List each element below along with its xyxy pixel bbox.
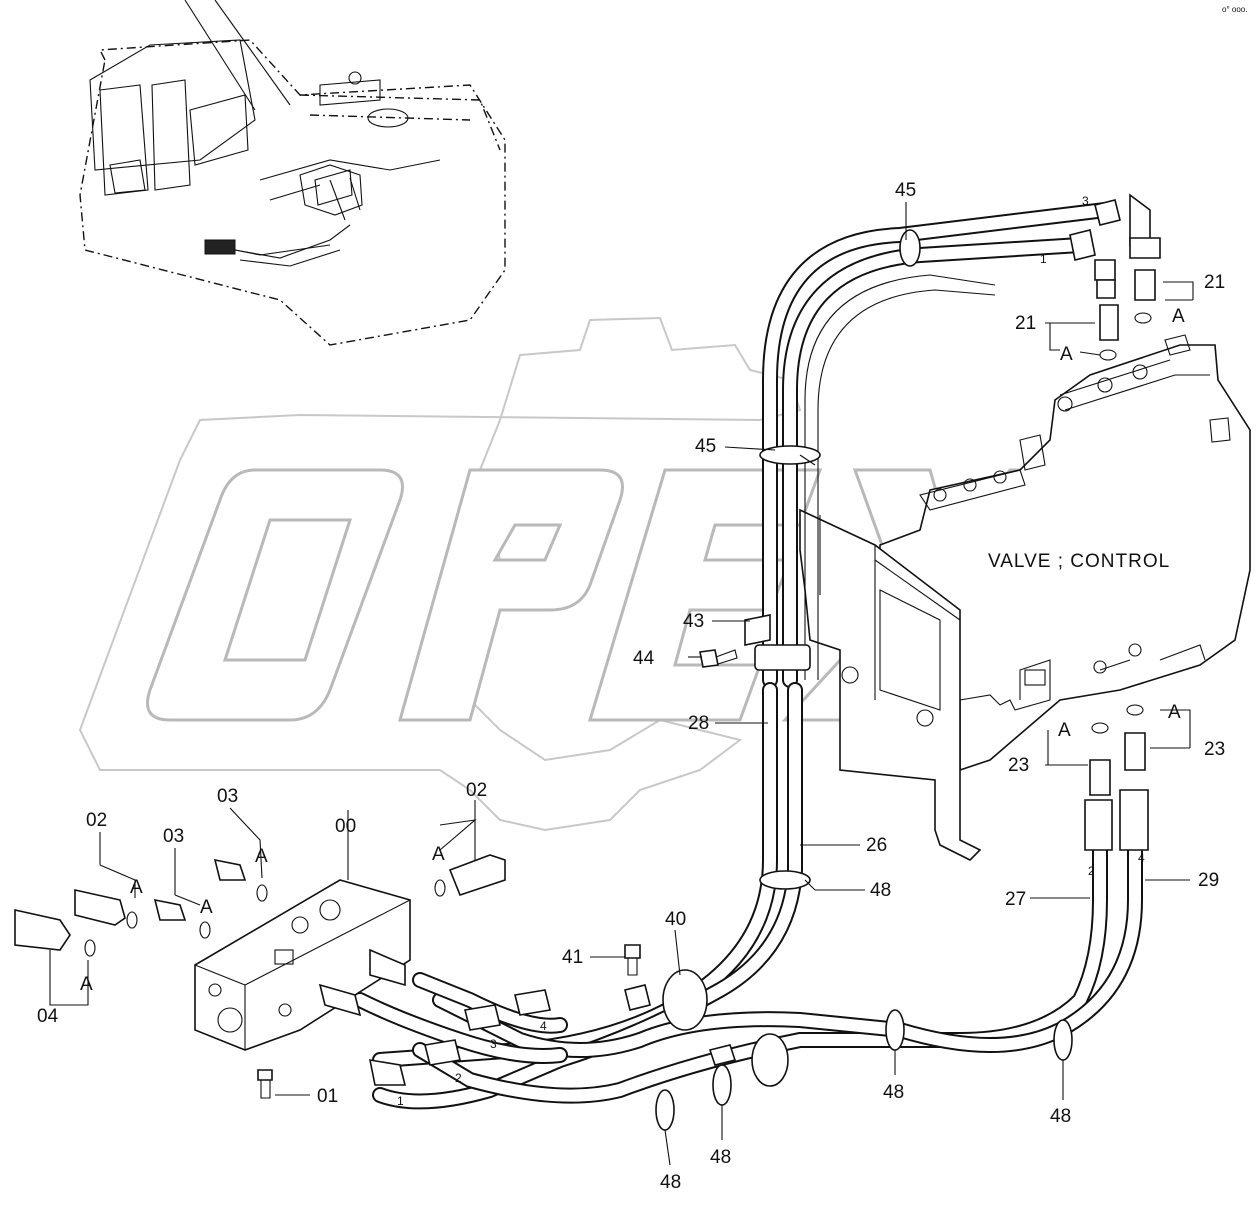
- callout-45: 45: [895, 180, 916, 201]
- oring-mark: A: [1058, 720, 1071, 741]
- callout-23: 23: [1008, 755, 1029, 776]
- fitting-21-right: [1134, 269, 1156, 301]
- callout-48: 48: [660, 1172, 681, 1193]
- fitting-02-right: [448, 854, 506, 896]
- hose-bundle: [352, 202, 1143, 1110]
- callout-02: 02: [466, 780, 487, 801]
- oring-mark: A: [130, 877, 143, 898]
- bolt-41: [624, 944, 641, 959]
- callout-03: 03: [217, 786, 238, 807]
- callout-04: 04: [37, 1006, 59, 1027]
- callout-labels: 45 45 43 44 28 26 48 40 41 21 21 23 23 2…: [37, 180, 1225, 1193]
- callout-48: 48: [883, 1082, 904, 1103]
- hose-number: 2: [1088, 864, 1095, 878]
- bolts: [257, 649, 738, 1099]
- clamp-48c: [751, 1033, 789, 1087]
- hose-number: 3: [1082, 194, 1089, 208]
- oring-mark: A: [1168, 702, 1181, 723]
- oring-mark: A: [200, 897, 213, 918]
- control-valve: VALVE ; CONTROL: [879, 334, 1251, 772]
- oring-mark: A: [1060, 344, 1073, 365]
- bolt-01: [257, 1069, 273, 1081]
- callout-27: 27: [1005, 889, 1026, 910]
- callout-44: 44: [633, 648, 655, 669]
- oring-mark: A: [432, 844, 445, 865]
- component-title: VALVE ; CONTROL: [988, 551, 1170, 572]
- oring-mark: A: [255, 846, 268, 867]
- callout-48: 48: [870, 880, 891, 901]
- callout-03: 03: [163, 826, 184, 847]
- hose-numbers: 1 2 3 4 1 2 3 4: [397, 194, 1145, 1108]
- hose-number: 4: [1138, 851, 1145, 865]
- clamps: [624, 229, 1073, 1131]
- fitting-23-right: [1124, 732, 1146, 771]
- callout-26: 26: [866, 835, 887, 856]
- hose-number: 1: [1040, 252, 1047, 266]
- clamp-45-top: [899, 229, 921, 267]
- corner-mark: o° ooo.: [1222, 5, 1247, 14]
- callout-41: 41: [562, 947, 583, 968]
- bolt-44: [699, 649, 719, 668]
- oring-top-left: [1099, 349, 1117, 361]
- callout-48: 48: [710, 1147, 731, 1168]
- fitting-03-right: [213, 858, 247, 881]
- callout-21: 21: [1015, 313, 1036, 334]
- fitting-04: [14, 909, 71, 951]
- fitting-21-left: [1099, 304, 1119, 341]
- callout-28: 28: [688, 713, 709, 734]
- fittings: [14, 193, 1161, 1086]
- callout-43: 43: [683, 611, 704, 632]
- excavator-inset: [79, 0, 506, 346]
- fitting-02-left: [74, 889, 126, 926]
- oring-mark: A: [1172, 306, 1185, 327]
- clamp-48d: [712, 1064, 732, 1106]
- clamp-48-top: [759, 870, 811, 890]
- hose-number: 3: [490, 1037, 497, 1051]
- callout-23: 23: [1204, 739, 1225, 760]
- clamp-48b: [1053, 1019, 1073, 1061]
- callout-21: 21: [1204, 272, 1225, 293]
- hose-number: 4: [540, 1019, 547, 1033]
- callout-02: 02: [86, 810, 107, 831]
- clamp-40: [662, 969, 708, 1031]
- callout-45: 45: [695, 436, 716, 457]
- mounting-bracket: [799, 508, 982, 861]
- callout-01: 01: [317, 1086, 338, 1107]
- callout-00: 00: [335, 816, 356, 837]
- clamp-43: [754, 644, 811, 671]
- hose-number: 1: [397, 1094, 404, 1108]
- fitting-23-left: [1089, 759, 1111, 796]
- oring-mark: A: [80, 974, 93, 995]
- leader-lines: [49, 202, 1194, 1166]
- fitting-03-left: [153, 898, 187, 921]
- oring-marks: A A A A A A A A A A: [80, 306, 1185, 995]
- clamp-48a: [885, 1009, 905, 1051]
- callout-40: 40: [665, 909, 686, 930]
- oring-top-right: [1134, 312, 1152, 324]
- callout-48: 48: [1050, 1106, 1071, 1127]
- clamp-45-mid: [759, 445, 821, 465]
- clamp-48e: [655, 1089, 675, 1131]
- callout-29: 29: [1198, 870, 1219, 891]
- hose-number: 2: [455, 1071, 462, 1085]
